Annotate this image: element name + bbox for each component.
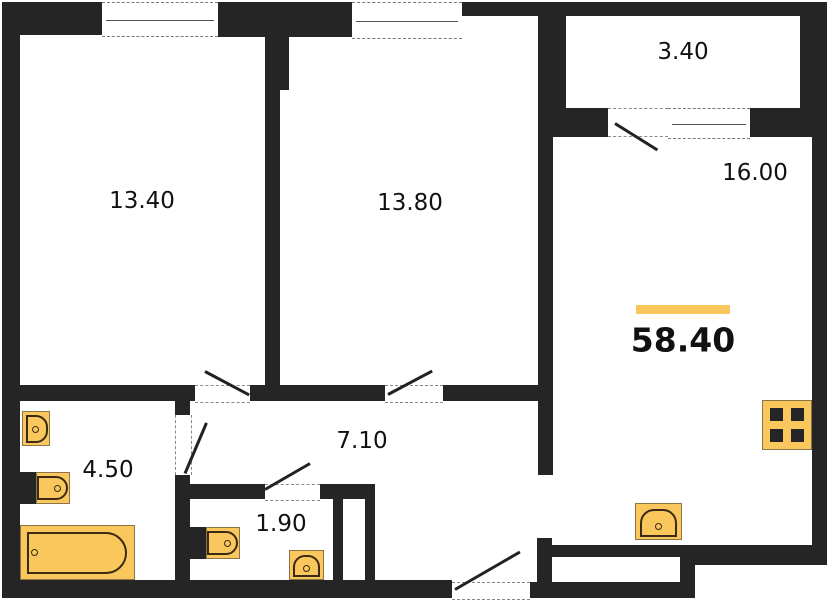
bathtub-icon	[20, 525, 135, 580]
total-area-accent-bar	[636, 305, 730, 314]
wall-bedrooms-bottom-c	[443, 385, 553, 401]
wall-wc-right	[333, 484, 343, 584]
window-bedroom-2	[352, 2, 462, 39]
room-area-balcony: 3.40	[657, 39, 709, 65]
room-area-bedroom-1: 13.40	[109, 188, 175, 214]
toilet-tank	[20, 472, 36, 504]
wall-wc-top-a	[175, 484, 265, 499]
wall-left	[2, 2, 20, 598]
stove-icon	[762, 400, 812, 450]
wall-bottom-right	[530, 582, 695, 598]
wall-balcony-top	[538, 2, 827, 15]
room-area-hallway: 7.10	[336, 428, 388, 454]
sink-icon	[289, 550, 324, 580]
toilet-icon	[206, 527, 240, 559]
wall-kitchen-bottom	[680, 545, 827, 565]
wall-step-right	[680, 545, 695, 598]
toilet-tank	[190, 527, 206, 559]
wall-bath-right	[175, 475, 190, 585]
wall-bedrooms-bottom-a	[20, 385, 195, 401]
door-toilet[interactable]	[265, 484, 320, 501]
wall-closet-right	[365, 484, 375, 584]
wall-top-mid	[218, 2, 352, 37]
wall-kitchen-left	[538, 120, 553, 475]
wall-right	[812, 120, 827, 565]
wall-bedroom-divider-stub	[265, 35, 289, 90]
room-area-bedroom-2: 13.80	[377, 190, 443, 216]
room-area-kitchen-living: 16.00	[722, 160, 788, 186]
sink-icon	[22, 411, 50, 446]
window-balcony	[668, 108, 750, 139]
wall-bedrooms-bottom-b	[250, 385, 385, 401]
wall-balcony-bottom-right	[750, 108, 827, 137]
wall-entry-ledge	[537, 545, 687, 557]
wall-bottom-left	[2, 580, 452, 598]
window-bedroom-1	[102, 2, 218, 37]
kitchen-sink-icon	[635, 503, 682, 540]
total-area: 58.40	[630, 320, 736, 360]
toilet-icon	[36, 472, 70, 504]
wall-bedroom-divider	[265, 35, 280, 390]
room-area-toilet: 1.90	[255, 511, 307, 537]
door-bedroom-2[interactable]	[385, 385, 443, 403]
door-bedroom-1[interactable]	[195, 385, 250, 403]
room-area-bathroom: 4.50	[82, 457, 134, 483]
wall-bath-right-top	[175, 385, 190, 415]
